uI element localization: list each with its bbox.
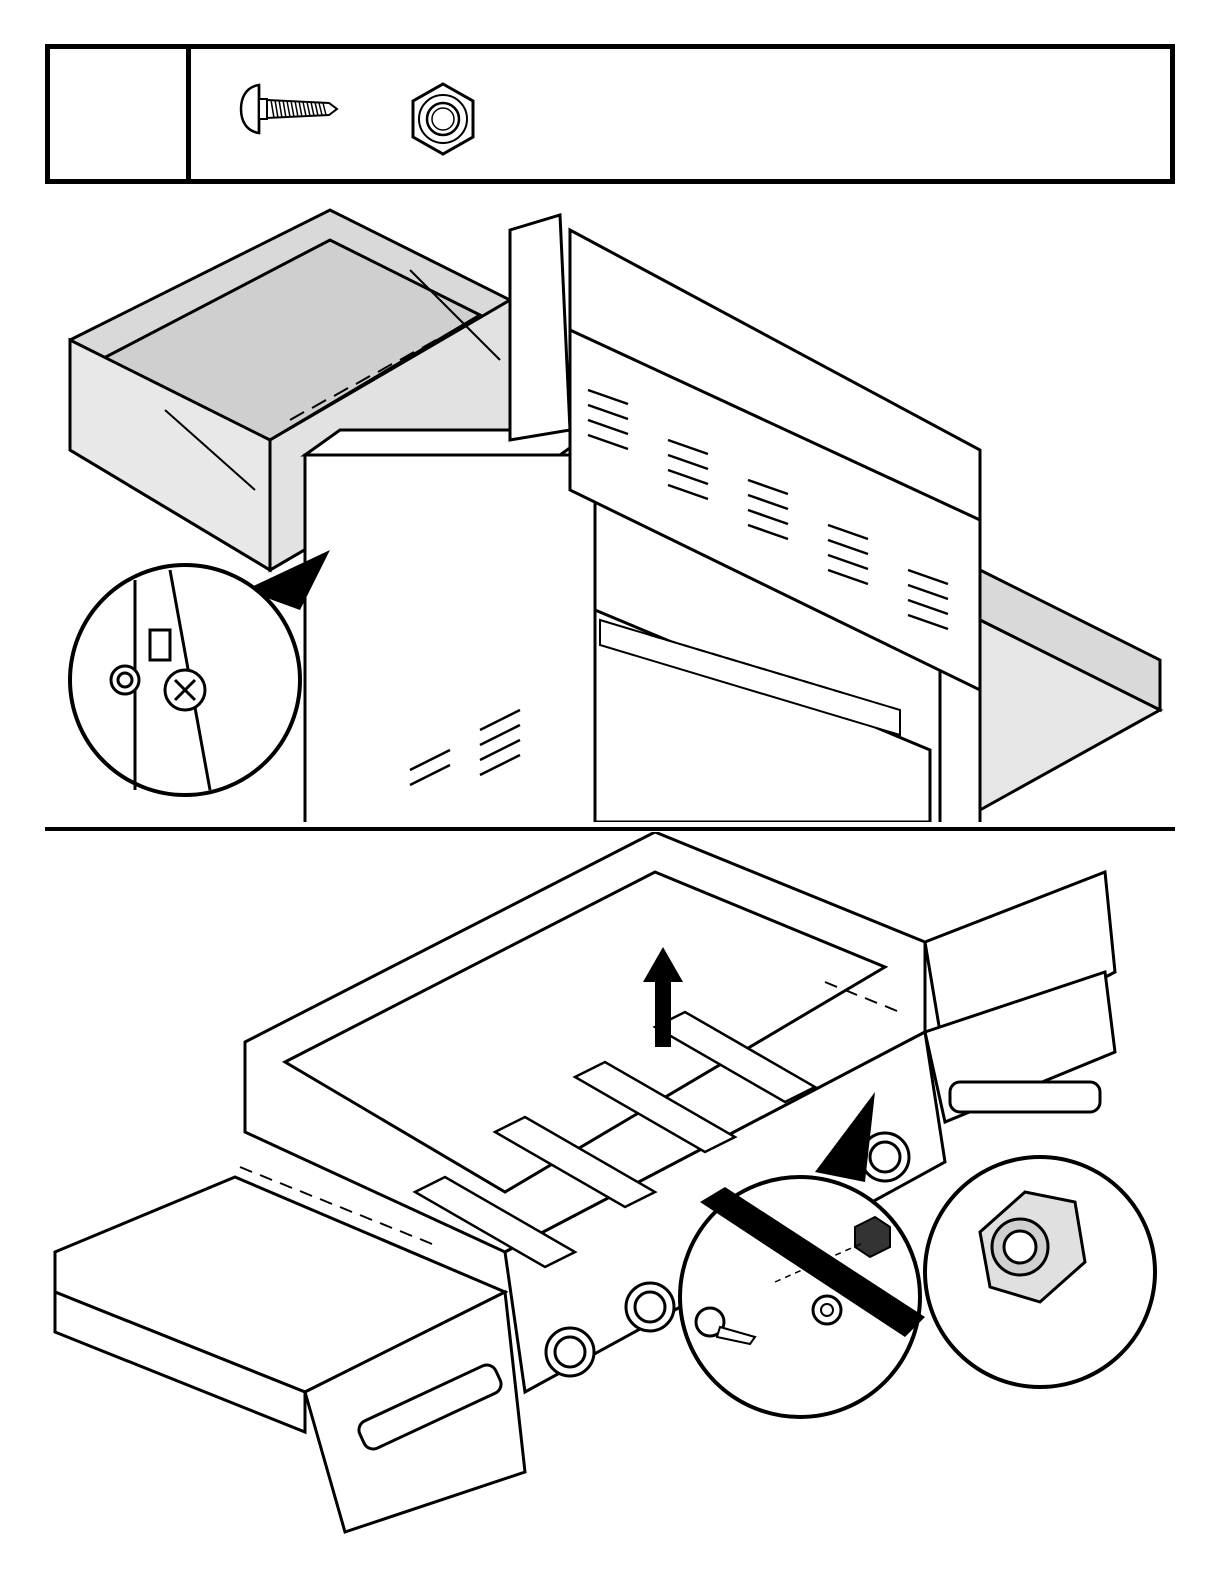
hardware-box bbox=[45, 44, 1175, 184]
step-separator bbox=[45, 827, 1175, 831]
lower-figure bbox=[45, 832, 1175, 1540]
step-number bbox=[50, 49, 186, 179]
step-cell bbox=[50, 49, 191, 179]
screw-icon bbox=[237, 79, 347, 139]
upper-figure bbox=[40, 190, 1190, 822]
hex-nut-icon bbox=[405, 81, 481, 157]
